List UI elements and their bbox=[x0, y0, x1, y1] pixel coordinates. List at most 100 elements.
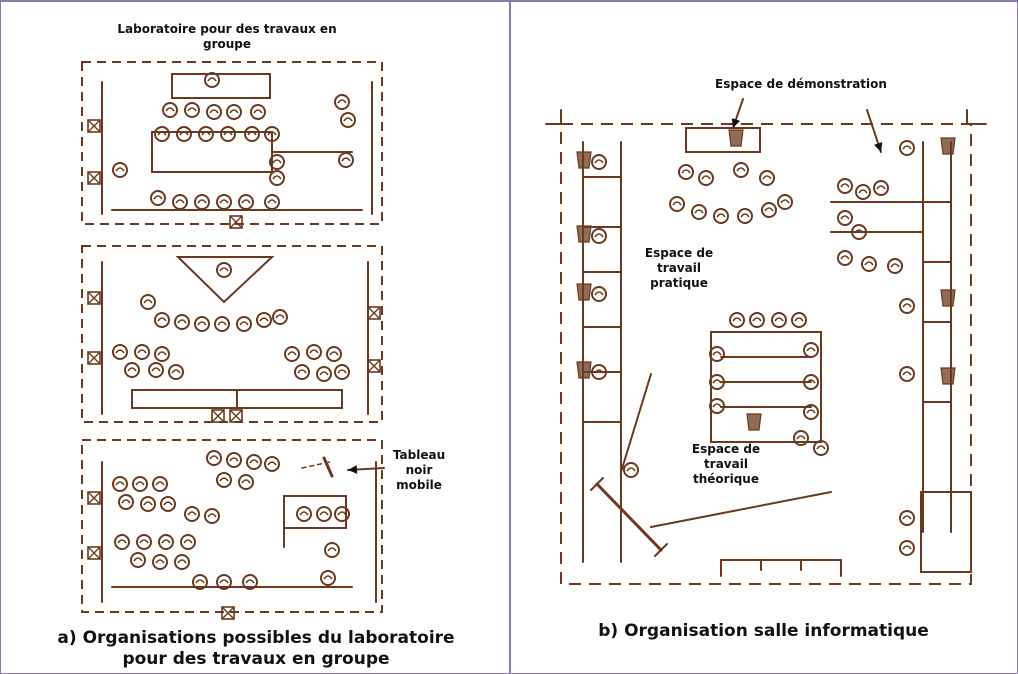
layout2-chair bbox=[272, 309, 288, 325]
right-cluster-chair bbox=[851, 224, 867, 240]
layout3-chair bbox=[130, 552, 146, 568]
layout2-chair bbox=[294, 364, 310, 380]
mobile-blackboard-line1: Tableau bbox=[392, 448, 446, 462]
layout3-chair bbox=[180, 534, 196, 550]
center-table-chair bbox=[793, 430, 809, 446]
layout2-chair bbox=[236, 316, 252, 332]
layout1-chair bbox=[244, 126, 260, 142]
panel-lab-group-work: Laboratoire pour des travaux en groupe T… bbox=[2, 2, 508, 671]
mobile-blackboard-arrow-head bbox=[348, 465, 358, 474]
layout1-chair bbox=[150, 190, 166, 206]
left-station-chair bbox=[591, 228, 607, 244]
layout1-chair bbox=[216, 194, 232, 210]
theory-space-line3: théorique bbox=[693, 472, 759, 486]
layout3-chair bbox=[320, 570, 336, 586]
layout2-chair bbox=[194, 316, 210, 332]
caption-a: a) Organisations possibles du laboratoir… bbox=[6, 628, 506, 671]
layout3-chair bbox=[160, 496, 176, 512]
center-table-chair bbox=[749, 312, 765, 328]
layout2-cabinet bbox=[367, 306, 381, 320]
right-cluster-chair bbox=[873, 180, 889, 196]
theory-space-line2: travail bbox=[704, 457, 748, 471]
theory-space-line1: Espace de bbox=[691, 442, 761, 456]
layout1-chair bbox=[154, 126, 170, 142]
practical-space-line1: Espace de bbox=[644, 246, 714, 260]
layout3-chair bbox=[206, 450, 222, 466]
center-table-chair bbox=[813, 440, 829, 456]
layout3-chair bbox=[334, 506, 350, 522]
demo-chair bbox=[698, 170, 714, 186]
corner-chair bbox=[899, 540, 915, 556]
layout2-chair bbox=[284, 346, 300, 362]
right-cluster-chair bbox=[855, 184, 871, 200]
theory-desk-line bbox=[650, 491, 832, 528]
layout1-chair bbox=[338, 152, 354, 168]
theory-chair bbox=[623, 462, 639, 478]
practical-space-line3: pratique bbox=[650, 276, 708, 290]
right-cluster-chair bbox=[837, 178, 853, 194]
demo-chair bbox=[733, 162, 749, 178]
caption-a-line2: pour des travaux en groupe bbox=[122, 649, 390, 670]
layout1-chair bbox=[340, 112, 356, 128]
layout2-cabinet bbox=[87, 351, 101, 365]
layout3-chair bbox=[140, 496, 156, 512]
center-table-chair bbox=[803, 342, 819, 358]
corner-desk bbox=[920, 491, 972, 573]
right-station-chair bbox=[899, 366, 915, 382]
center-table-chair bbox=[771, 312, 787, 328]
layout1-outline bbox=[81, 61, 383, 225]
caption-a-line1: a) Organisations possibles du laboratoir… bbox=[57, 628, 455, 648]
layout1-chair bbox=[269, 170, 285, 186]
layout1-chair bbox=[226, 104, 242, 120]
layout1-chair bbox=[238, 194, 254, 210]
left-monitor-icon bbox=[576, 361, 592, 379]
left-monitor-icon bbox=[576, 283, 592, 301]
right-monitor-icon bbox=[940, 367, 956, 385]
layout1-chair bbox=[172, 194, 188, 210]
demo-chair bbox=[761, 202, 777, 218]
layout1-chair bbox=[334, 94, 350, 110]
panel-computer-room: Espace de démonstration Espace de travai… bbox=[511, 2, 1016, 671]
layout2-cabinet bbox=[87, 291, 101, 305]
layout1-chair bbox=[269, 154, 285, 170]
layout2-chair bbox=[334, 364, 350, 380]
layout1-door bbox=[229, 215, 243, 229]
demo-space-label: Espace de démonstration bbox=[715, 77, 887, 91]
left-station-chair bbox=[591, 286, 607, 302]
layout3-chair bbox=[226, 452, 242, 468]
demo-chair bbox=[759, 170, 775, 186]
layout3-chair bbox=[204, 508, 220, 524]
layout3-cabinet bbox=[87, 491, 101, 505]
layout3-chair bbox=[152, 554, 168, 570]
theory-space-label: Espace de travail théorique bbox=[671, 442, 781, 487]
layout1-chair bbox=[176, 126, 192, 142]
layout2-chair bbox=[214, 316, 230, 332]
layout2-cabinet bbox=[367, 359, 381, 373]
theory-board-foot bbox=[590, 477, 604, 491]
layout3-chair bbox=[216, 574, 232, 590]
left-monitor-icon bbox=[576, 151, 592, 169]
layout2-chair bbox=[316, 366, 332, 382]
layout1-chair bbox=[184, 102, 200, 118]
layout2-chair bbox=[174, 314, 190, 330]
demo-bench bbox=[685, 127, 761, 153]
right-station-chair bbox=[899, 140, 915, 156]
demo-arrow-right-head bbox=[874, 142, 883, 152]
layout2-outline bbox=[81, 245, 383, 423]
center-table-chair bbox=[709, 374, 725, 390]
left-station-chair bbox=[591, 364, 607, 380]
panel-divider bbox=[509, 0, 511, 673]
mobile-blackboard bbox=[322, 456, 334, 478]
layout2-door bbox=[211, 409, 225, 423]
layout3-chair bbox=[296, 506, 312, 522]
layout3-chair bbox=[174, 554, 190, 570]
left-monitor-icon bbox=[576, 225, 592, 243]
layout2-chair bbox=[112, 344, 128, 360]
center-table-chair bbox=[729, 312, 745, 328]
right-monitor-icon bbox=[940, 137, 956, 155]
caption-b: b) Organisation salle informatique bbox=[598, 621, 929, 641]
layout3-chair bbox=[192, 574, 208, 590]
room-outline bbox=[560, 123, 972, 585]
layout3-chair bbox=[242, 574, 258, 590]
layout3-chair bbox=[184, 506, 200, 522]
